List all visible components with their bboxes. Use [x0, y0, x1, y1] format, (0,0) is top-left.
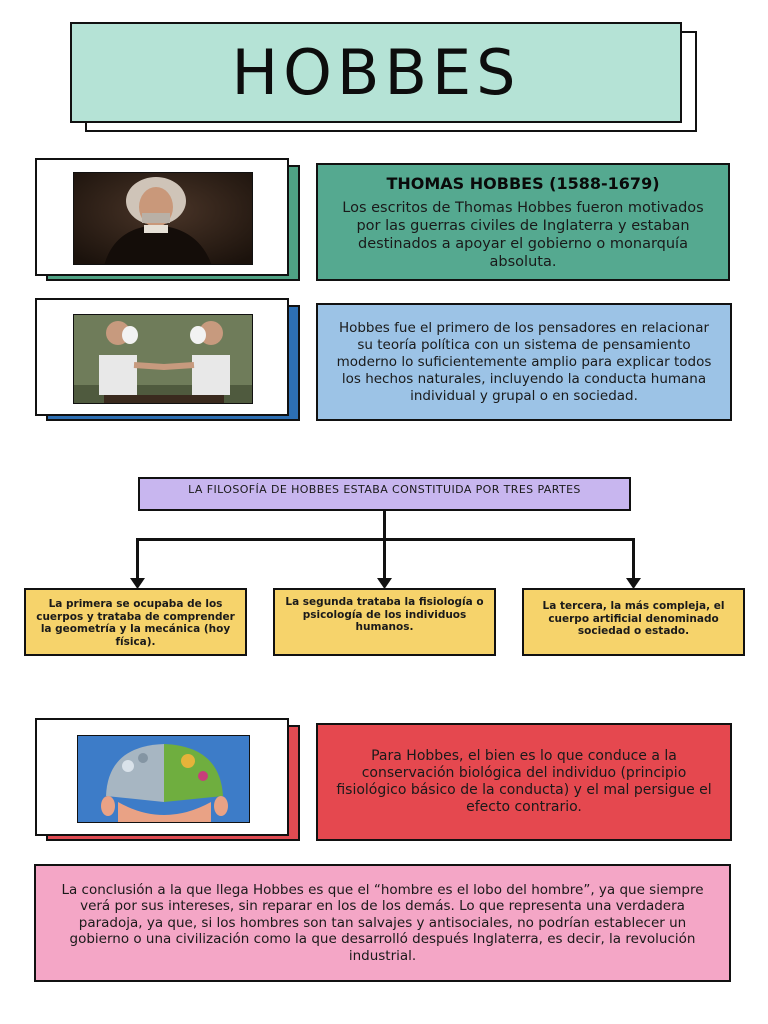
arrow-down-icon: [626, 578, 641, 589]
split-brain-illustration: [77, 735, 250, 823]
philosophy-heading-box: LA FILOSOFÍA DE HOBBES ESTABA CONSTITUID…: [138, 477, 631, 511]
arrow-down-icon: [377, 578, 392, 589]
good-box: Para Hobbes, el bien es lo que conduce a…: [316, 723, 732, 841]
intro-box: THOMAS HOBBES (1588-1679) Los escritos d…: [316, 163, 730, 281]
connector-horizontal: [136, 538, 635, 541]
thinker-box: Hobbes fue el primero de los pensadores …: [316, 303, 732, 421]
philosophy-part-2: La segunda trataba la fisiología o psico…: [273, 588, 496, 656]
philosophy-part-2-text: La segunda trataba la fisiología o psico…: [285, 596, 484, 633]
conclusion-text: La conclusión a la que llega Hobbes es q…: [61, 881, 704, 964]
philosophy-part-3: La tercera, la más compleja, el cuerpo a…: [522, 588, 745, 656]
philosophy-part-1: La primera se ocupaba de los cuerpos y t…: [24, 588, 247, 656]
intro-heading: THOMAS HOBBES (1588-1679): [386, 173, 660, 193]
page-title: HOBBES: [231, 36, 521, 109]
arrow-down-icon: [130, 578, 145, 589]
philosophy-heading: LA FILOSOFÍA DE HOBBES ESTABA CONSTITUID…: [188, 483, 581, 496]
portrait-frame: [35, 158, 289, 276]
good-text: Para Hobbes, el bien es lo que conduce a…: [336, 748, 712, 815]
connector-right: [632, 538, 635, 579]
arrowheads: [130, 578, 641, 589]
conclusion-box: La conclusión a la que llega Hobbes es q…: [34, 864, 731, 982]
thinker-text: Hobbes fue el primero de los pensadores …: [336, 319, 712, 404]
philosophy-part-3-text: La tercera, la más compleja, el cuerpo a…: [542, 600, 725, 637]
portrait-photo: [73, 172, 253, 265]
handshake-frame: [35, 298, 289, 416]
connector-vertical-main: [383, 511, 386, 579]
philosophy-part-1-text: La primera se ocupaba de los cuerpos y t…: [36, 598, 235, 648]
brain-frame: [35, 718, 289, 836]
connector-left: [136, 538, 139, 579]
intro-text: Los escritos de Thomas Hobbes fueron mot…: [342, 199, 704, 270]
handshake-masks-illustration: [73, 314, 253, 404]
title-banner: HOBBES: [70, 22, 682, 123]
